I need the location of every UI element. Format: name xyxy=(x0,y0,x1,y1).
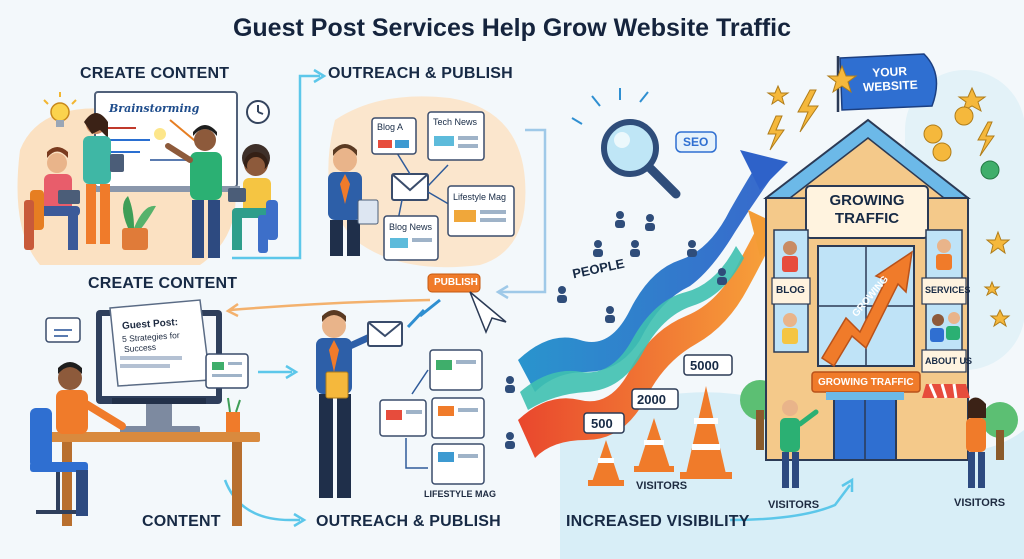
website-building xyxy=(740,53,1018,488)
label-visitors-mid: VISITORS xyxy=(768,499,820,511)
cone-label-500: 500 xyxy=(591,416,613,431)
card-blog-a-label: Blog A xyxy=(377,122,404,132)
people-icons xyxy=(505,211,727,449)
card-lifestyle-mag-label: Lifestyle Mag xyxy=(453,192,507,202)
outreach-scene-top xyxy=(328,111,515,334)
lightning-icon xyxy=(767,89,995,157)
card-blog-news xyxy=(383,215,439,261)
window-services: SERVICES xyxy=(925,285,971,295)
window-blog: BLOG xyxy=(776,285,805,296)
magnifier-icon xyxy=(571,88,681,199)
label-visitors-cones: VISITORS xyxy=(636,480,688,492)
label-create-content-top: CREATE CONTENT xyxy=(80,65,230,82)
label-create-content-mid: CREATE CONTENT xyxy=(88,275,238,292)
label-content-bottom: CONTENT xyxy=(142,513,221,530)
cone-2000 xyxy=(634,418,674,472)
star-icon xyxy=(766,64,1011,328)
publish-button: PUBLISH xyxy=(434,277,478,288)
flag-your-website: YOUR WEBSITE xyxy=(862,64,918,95)
writer-scene xyxy=(30,299,260,526)
label-lifestyle-mag-bottom: LIFESTYLE MAG xyxy=(424,489,496,499)
dollar-icon xyxy=(923,106,1000,180)
envelope-icon xyxy=(391,173,429,201)
clock-icon xyxy=(246,100,270,124)
label-outreach-bottom: OUTREACH & PUBLISH xyxy=(316,513,501,530)
cone-5000 xyxy=(680,386,732,479)
seo-badge: SEO xyxy=(683,135,709,149)
page-title: Guest Post Services Help Grow Website Tr… xyxy=(232,14,792,42)
card-blog-news-label: Blog News xyxy=(389,222,433,232)
label-visitors-right: VISITORS xyxy=(954,497,1006,509)
whiteboard-text: Brainstorming xyxy=(109,102,200,115)
building-sign: GROWING TRAFFIC xyxy=(829,192,905,227)
cone-label-2000: 2000 xyxy=(637,392,666,407)
cursor-icon xyxy=(469,291,507,334)
label-outreach-top: OUTREACH & PUBLISH xyxy=(328,65,513,82)
brainstorm-scene xyxy=(24,91,278,258)
monitor-line3: Success xyxy=(123,341,157,355)
cone-500 xyxy=(588,440,624,486)
growth-scene xyxy=(505,88,790,486)
cone-label-5000: 5000 xyxy=(690,358,719,373)
flow-arrows xyxy=(223,68,854,528)
label-increased-visibility: INCREASED VISIBILITY xyxy=(566,513,750,530)
window-about-us: ABOUT US xyxy=(925,356,972,366)
building-banner: GROWING TRAFFIC xyxy=(818,377,914,388)
seo-badge-shape xyxy=(675,131,717,153)
publish-button-shape xyxy=(427,273,481,293)
lightbulb-icon xyxy=(43,92,77,127)
card-tech-news-label: Tech News xyxy=(433,117,478,127)
outreach-scene-bottom xyxy=(316,310,485,498)
